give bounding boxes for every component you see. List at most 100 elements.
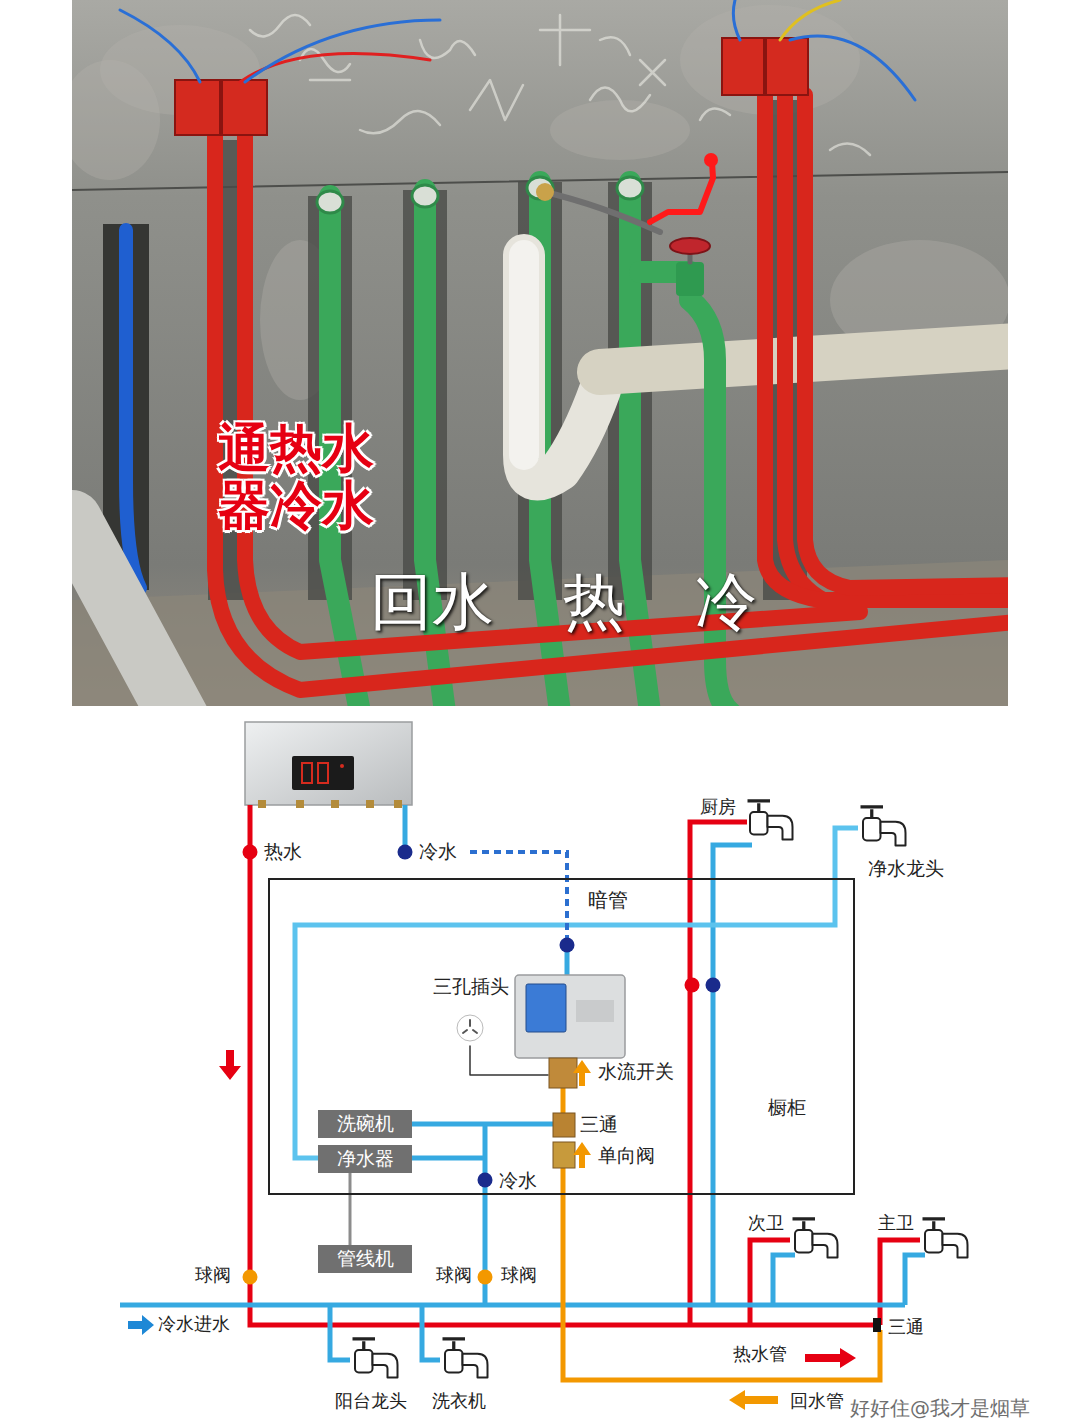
fixture-label: 阳台龙头 (335, 1390, 407, 1412)
faucet-spout (768, 816, 793, 840)
plug-icon (457, 1015, 483, 1041)
drain-pipe-highlight (509, 255, 539, 455)
photo-callout: 通热水 器冷水 (218, 420, 390, 534)
wire (733, 0, 740, 40)
part-label: 三通 (888, 1316, 924, 1338)
chalk-mark (250, 15, 310, 36)
appliance-box: 洗碗机 (318, 1110, 412, 1138)
watermark: 好好住@我才是烟草 (850, 1396, 1030, 1420)
faucet-body (750, 812, 768, 835)
water-pipe (412, 1156, 485, 1161)
valve-label: 球阀 (501, 1264, 537, 1286)
flow-arrow (219, 1050, 241, 1080)
faucet-handle (793, 1219, 816, 1230)
part-label: 水流开关 (598, 1060, 674, 1083)
pipe-dot (398, 845, 413, 860)
plumbing-diagram (120, 722, 968, 1410)
metal-hose (545, 192, 660, 232)
check-valve (553, 1142, 575, 1168)
faucet-handle (748, 801, 771, 812)
junction-box (722, 38, 764, 95)
chalk-mark (640, 60, 665, 85)
pipe-label: 冷水 (499, 1169, 537, 1192)
grey-pipe (72, 520, 180, 706)
pipe-fitting (412, 185, 438, 207)
valve-label: 球阀 (436, 1264, 472, 1286)
marker-line (650, 162, 713, 222)
fixture-label: 次卫 (748, 1212, 784, 1234)
chalk-mark (540, 15, 630, 65)
faucet-spout (463, 1354, 488, 1378)
pipe-connector (349, 1173, 352, 1245)
heater-fitting (331, 800, 339, 808)
faucet-handle (443, 1339, 466, 1350)
junction-box (766, 38, 808, 95)
pipe-dot (478, 1270, 493, 1285)
cabinet-label: 橱柜 (768, 1096, 806, 1119)
pipe-label: 热水 (264, 840, 302, 863)
region-title: 暗管 (588, 888, 628, 912)
water-heater (245, 722, 412, 805)
appliance-box: 净水器 (318, 1145, 412, 1173)
fixture-label: 厨房 (700, 796, 736, 818)
wire (780, 0, 840, 40)
cabinet-region: 暗管橱柜洗碗机净水器 (268, 878, 855, 1195)
fixture-label: 主卫 (878, 1212, 914, 1234)
pipe-label: 冷水 (419, 840, 457, 863)
water-pipe (563, 1168, 880, 1380)
faucet-icon (923, 1219, 968, 1258)
box-label: 管线机 (330, 1247, 400, 1271)
pipe-label: 热水管 (733, 1343, 787, 1365)
flow-arrow (805, 1348, 856, 1368)
water-pipe (330, 1305, 350, 1360)
display-led (340, 764, 344, 768)
faucet-body (863, 818, 881, 841)
chalk-mark (470, 80, 523, 120)
junction-box (175, 80, 220, 135)
faucet-body (445, 1350, 463, 1373)
concrete-patch (72, 60, 160, 180)
box-label: 洗碗机 (330, 1112, 400, 1136)
water-pipe (773, 1255, 795, 1305)
wall-photo (72, 0, 1008, 706)
water-pipe (422, 1305, 440, 1360)
faucet-spout (881, 822, 906, 846)
tee-fitting (553, 1113, 575, 1137)
heater-display (292, 756, 354, 790)
flow-arrow (573, 1142, 591, 1168)
faucet-handle (923, 1219, 946, 1230)
red-conduit (765, 95, 1008, 600)
red-conduit (805, 95, 1008, 588)
chalk-mark (360, 111, 440, 133)
faucet-handle (353, 1339, 376, 1350)
faucet-body (355, 1350, 373, 1373)
pipe-dot (706, 978, 721, 993)
junction-box (222, 80, 267, 135)
faucet-icon (443, 1339, 488, 1378)
brass-fitting (536, 183, 554, 201)
water-pipe (561, 1088, 566, 1113)
pipe-dot (243, 1270, 258, 1285)
wire (790, 36, 915, 100)
concrete-patch (550, 100, 690, 160)
appliance-box: 管线机 (318, 1245, 412, 1273)
pipe-dot (560, 938, 575, 953)
concealed-cold-pipe (470, 852, 567, 945)
part-label: 单向阀 (598, 1144, 655, 1167)
pipe-label: 冷水进水 (158, 1313, 230, 1335)
pipe-label: 回水管 (790, 1390, 844, 1412)
green-pipe (640, 272, 730, 706)
valve-handle (670, 238, 710, 254)
faucet-icon (748, 801, 793, 840)
water-pipe (905, 1255, 925, 1305)
flow-arrow (573, 1060, 591, 1086)
heater-fitting (394, 800, 402, 808)
pipe-fitting (617, 177, 643, 199)
water-pipe (713, 845, 752, 1305)
blue-pipe (126, 230, 140, 588)
wire (120, 10, 200, 82)
heater-fitting (258, 800, 266, 808)
water-pipe (690, 822, 747, 1325)
